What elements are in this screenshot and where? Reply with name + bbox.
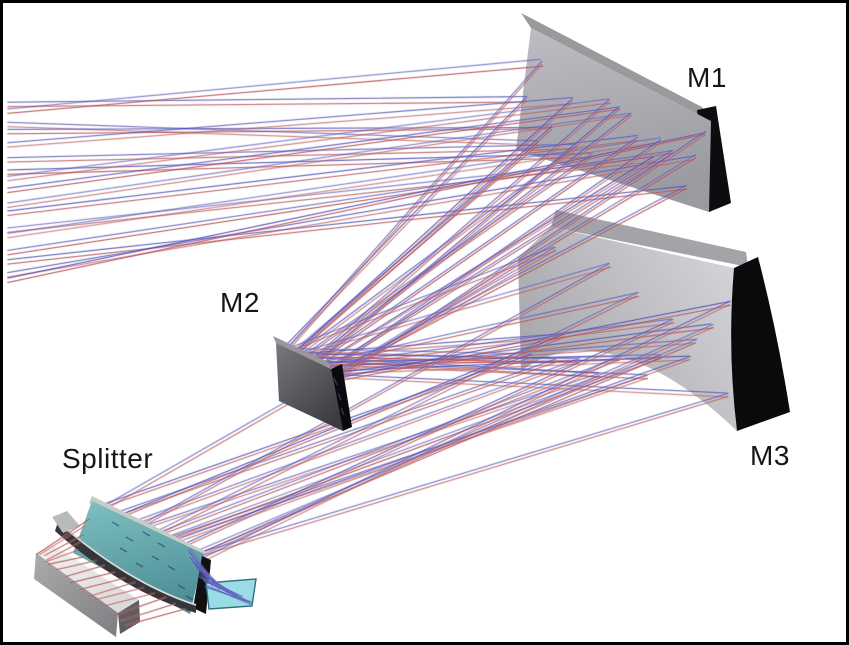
rays-reflected-blue: [187, 547, 254, 607]
label-splitter: Splitter: [62, 443, 154, 474]
rays-m1-to-m2: [281, 59, 707, 383]
label-m1: M1: [687, 62, 727, 93]
m2-mirror-face: [276, 343, 343, 431]
m2-top-bevel: [273, 336, 331, 369]
splitter-plate-face: [73, 501, 204, 614]
m2-side-edge: [331, 364, 352, 431]
rays-m2-to-m3: [281, 245, 732, 399]
m3-side-edge: [731, 257, 790, 431]
splitter-strip-endcap: [52, 511, 80, 533]
splitter-front-strip: [55, 522, 196, 613]
surface-hit-marks: [111, 377, 345, 601]
m3-top-face: [551, 210, 748, 267]
splitter-side-edge: [193, 556, 211, 614]
detector-bar-front-face: [34, 553, 118, 637]
label-m3: M3: [750, 440, 790, 471]
m1-top-face: [521, 13, 711, 121]
rays-transmitted-red: [35, 517, 187, 627]
m1-mirror-face: [516, 28, 711, 212]
label-m2: M2: [220, 287, 260, 318]
splitter-strip-highlight: [57, 521, 197, 606]
